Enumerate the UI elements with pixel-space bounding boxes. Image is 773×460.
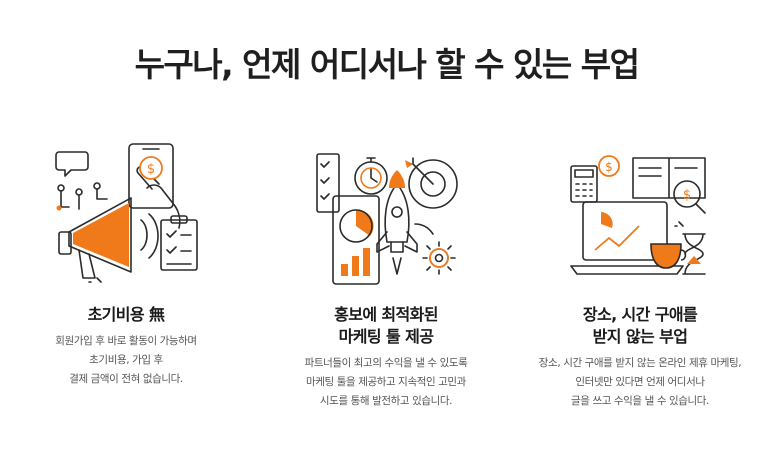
feature-description: 파트너들이 최고의 수익을 낼 수 있도록 마케팅 툴을 제공하고 지속적인 고… (304, 357, 468, 407)
feature-description: 회원가입 후 바로 활동이 가능하며 초기비용, 가입 후 결제 금액이 전혀 … (55, 335, 197, 385)
svg-text:$: $ (605, 160, 613, 174)
feature-title: 초기비용 無 (87, 305, 165, 324)
svg-text:$: $ (683, 188, 691, 203)
feature-title: 홍보에 최적화된 마케팅 툴 제공 (334, 305, 438, 346)
feature-title: 장소, 시간 구애를 받지 않는 부업 (582, 305, 698, 346)
feature-description: 장소, 시간 구애를 받지 않는 온라인 제휴 마케팅, 인터넷만 있다면 언제… (538, 357, 742, 407)
page-title: 누구나, 언제 어디서나 할 수 있는 부업 (134, 45, 640, 84)
megaphone-icon: $ (55, 143, 198, 283)
feature-no-initial-cost: $ 초기비용 無 회원가입 후 바로 활동이 가능하며 초기비용, 가입 후 결… (6, 140, 246, 389)
rocket-icon (316, 153, 458, 285)
laptop-coffee-icon: $ $ (570, 155, 706, 275)
feature-anytime-anywhere: $ $ 장소, 시간 구애를 받지 않는 부업 장소, 시간 구애를 받지 않는… (520, 140, 760, 411)
svg-text:$: $ (147, 162, 155, 177)
feature-marketing-tools: 홍보에 최적화된 마케팅 툴 제공 파트너들이 최고의 수익을 낼 수 있도록 … (266, 140, 506, 411)
